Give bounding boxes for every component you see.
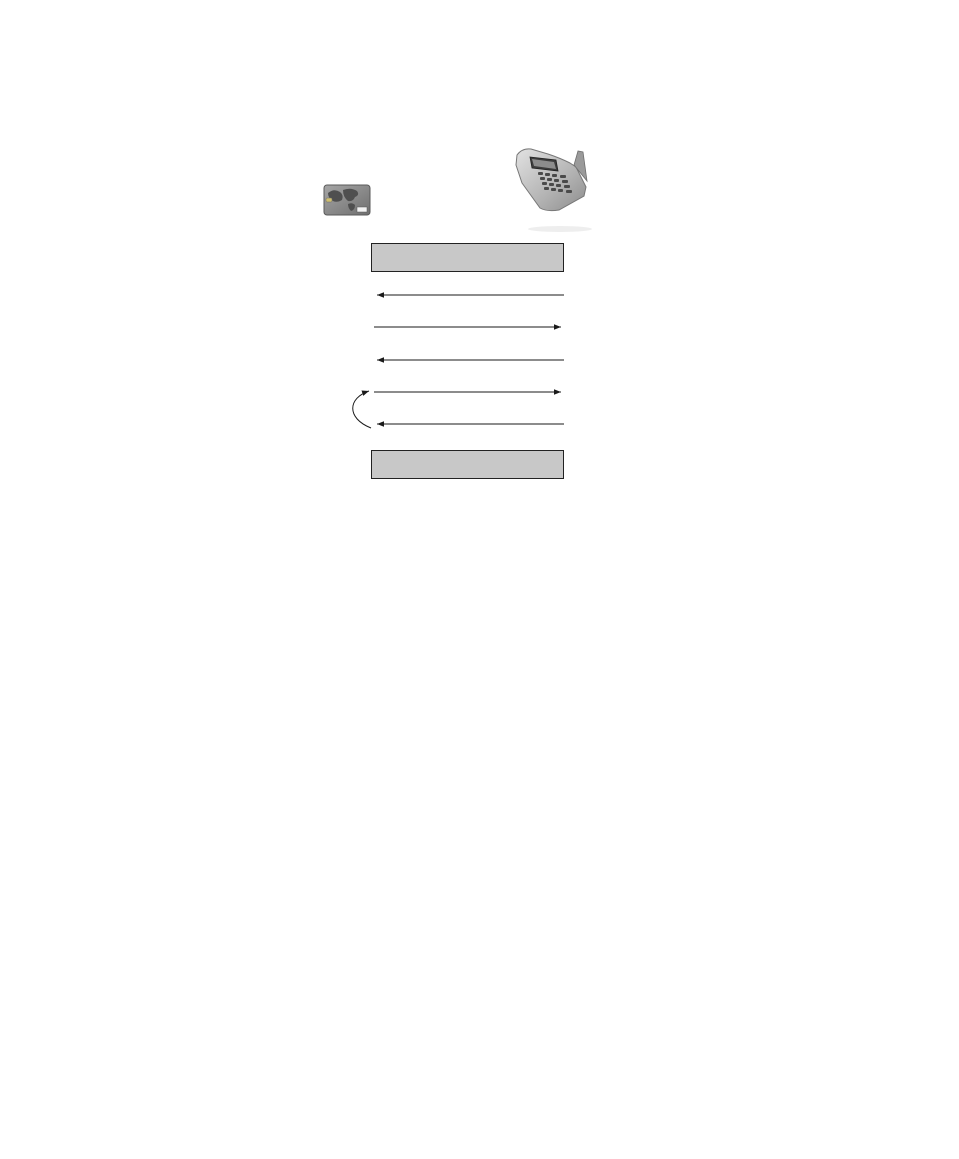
card-terminal-icon — [515, 148, 592, 232]
phase-box-start — [371, 243, 564, 272]
payment-card-icon — [323, 184, 371, 216]
phase-box-end — [371, 450, 564, 479]
loop-arrow — [352, 390, 372, 429]
